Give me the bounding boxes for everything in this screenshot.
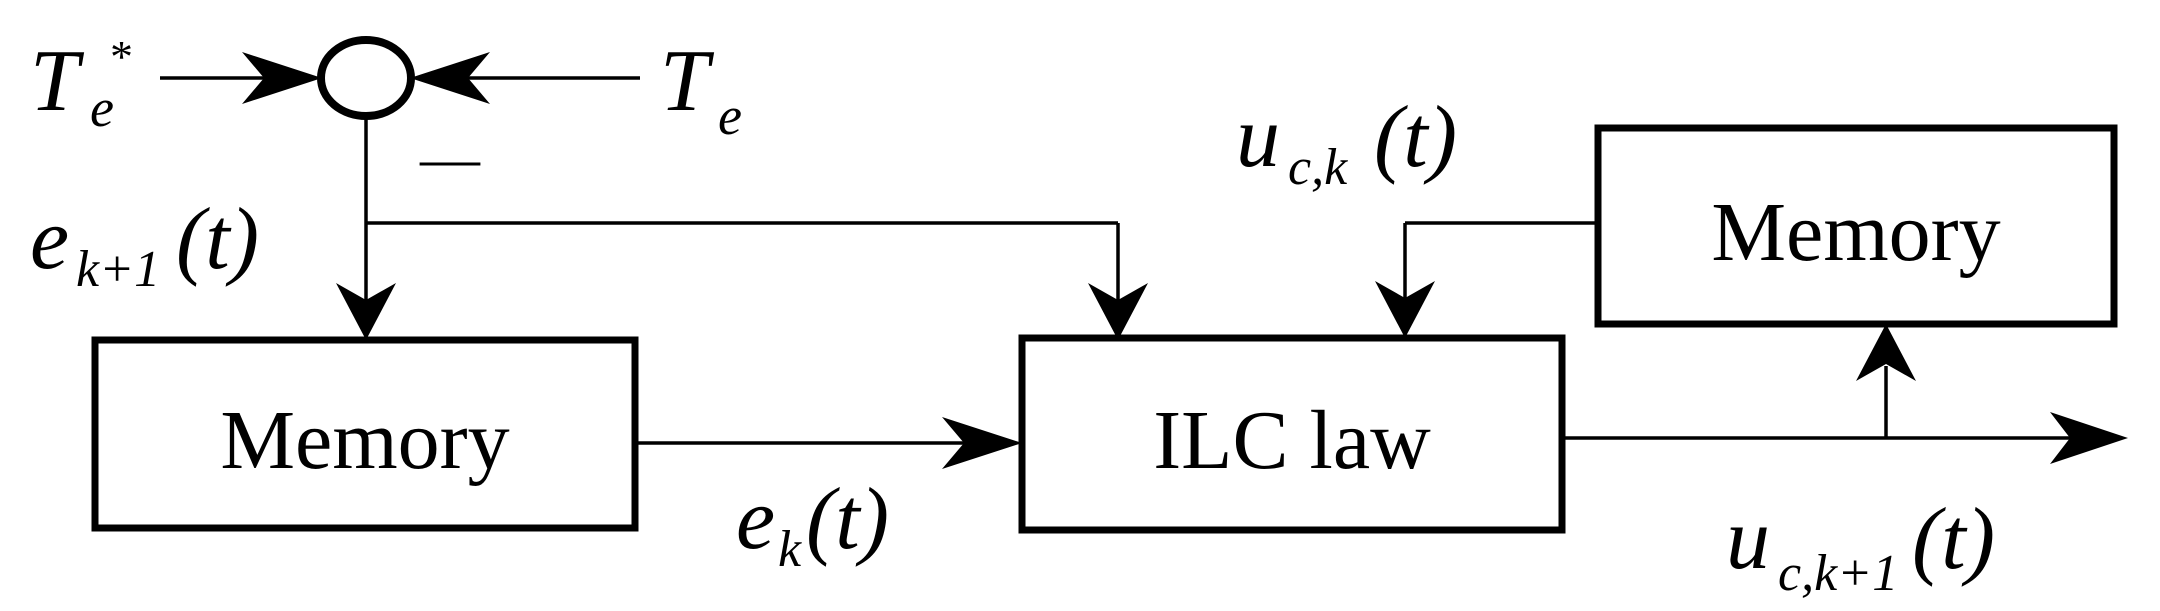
svg-text:(t): (t) — [176, 191, 259, 288]
label-u-ck: u c,k (t) — [1236, 89, 1457, 196]
output-to-memory-arrowhead — [1856, 324, 1916, 381]
svg-text:u: u — [1726, 491, 1770, 588]
label-te-ref: T e * — [30, 31, 133, 138]
label-e-k1: e k+1 (t) — [30, 191, 259, 298]
memory-to-ilc-feedback-arrowhead — [1375, 281, 1435, 338]
memory-block-left — [91, 336, 639, 532]
svg-text:c,k+1: c,k+1 — [1778, 545, 1898, 602]
svg-text:e: e — [90, 78, 114, 138]
svg-text:k+1: k+1 — [76, 241, 160, 298]
svg-text:(t): (t) — [1912, 491, 1995, 588]
svg-text:k: k — [778, 521, 802, 578]
ilc-law-block — [1018, 334, 1566, 534]
svg-text:u: u — [1236, 89, 1280, 186]
svg-text:(t): (t) — [1374, 89, 1457, 186]
svg-text:c,k: c,k — [1288, 139, 1348, 196]
label-e-k: e k (t) — [736, 471, 889, 578]
memory-block-right-label: Memory — [1711, 186, 2000, 279]
svg-text:e: e — [718, 86, 742, 146]
label-te: T e — [660, 33, 742, 146]
svg-text:*: * — [110, 31, 133, 82]
error-to-ilc-arrowhead — [1088, 283, 1148, 340]
ilc-output-arrowhead — [2050, 412, 2128, 464]
label-u-ck1: u c,k+1 (t) — [1726, 491, 1995, 602]
memory-block-left-label: Memory — [220, 394, 509, 487]
input-te-arrowhead — [410, 52, 490, 104]
svg-text:e: e — [30, 191, 69, 288]
svg-text:T: T — [30, 33, 85, 130]
error-to-memory-arrowhead — [336, 283, 396, 340]
svg-text:(t): (t) — [806, 471, 889, 568]
ilc-law-block-label: ILC law — [1153, 394, 1431, 487]
minus-sign-label: — — [419, 125, 481, 191]
input-te-ref-arrowhead — [242, 52, 322, 104]
memory-to-ilc-arrowhead — [942, 417, 1022, 469]
memory-block-right — [1594, 124, 2118, 328]
svg-text:e: e — [736, 471, 775, 568]
summing-junction — [317, 36, 415, 120]
svg-text:T: T — [660, 33, 715, 130]
